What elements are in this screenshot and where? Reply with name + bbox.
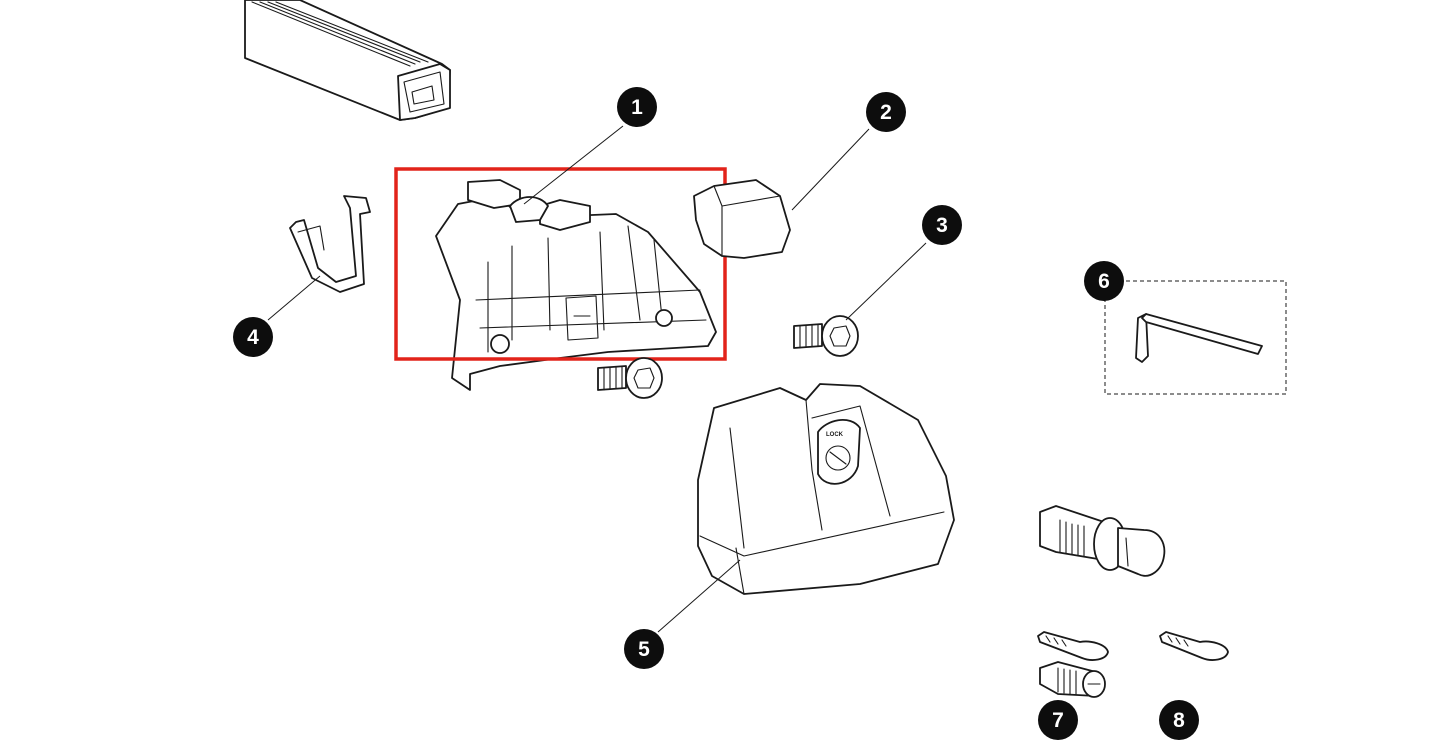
key-seven-illustration xyxy=(1037,631,1109,661)
rubber-cap-illustration xyxy=(693,179,791,259)
leader-lines xyxy=(267,125,927,633)
lock-core-illustration xyxy=(1039,661,1106,698)
callout-7: 7 xyxy=(1038,700,1078,740)
callout-8: 8 xyxy=(1159,700,1199,740)
svg-text:8: 8 xyxy=(1173,709,1185,732)
svg-text:2: 2 xyxy=(880,101,892,124)
svg-text:3: 3 xyxy=(936,214,948,237)
callout-3: 3 xyxy=(922,205,962,245)
svg-text:5: 5 xyxy=(638,638,650,661)
lock-cylinder-illustration xyxy=(1039,505,1166,577)
svg-text:4: 4 xyxy=(247,326,259,349)
callout-1: 1 xyxy=(617,87,657,127)
callout-2: 2 xyxy=(866,92,906,132)
roof-bar-illustration xyxy=(244,0,451,121)
svg-text:1: 1 xyxy=(631,96,643,119)
callout-4: 4 xyxy=(233,317,273,357)
svg-text:7: 7 xyxy=(1052,709,1064,732)
highlight-box xyxy=(394,167,727,361)
hex-bolt-second-illustration xyxy=(597,357,663,399)
hex-bolt-illustration xyxy=(793,315,859,357)
spring-clip-illustration xyxy=(289,195,371,293)
foot-cover-illustration: LOCK xyxy=(697,383,955,595)
foot-pad-illustration xyxy=(435,179,717,391)
svg-text:6: 6 xyxy=(1098,270,1110,293)
cover-lock-text: LOCK xyxy=(826,432,844,438)
callout-5: 5 xyxy=(624,629,664,669)
callout-6: 6 xyxy=(1084,261,1124,301)
hex-key-illustration xyxy=(1104,280,1287,395)
key-eight-illustration xyxy=(1159,631,1229,661)
